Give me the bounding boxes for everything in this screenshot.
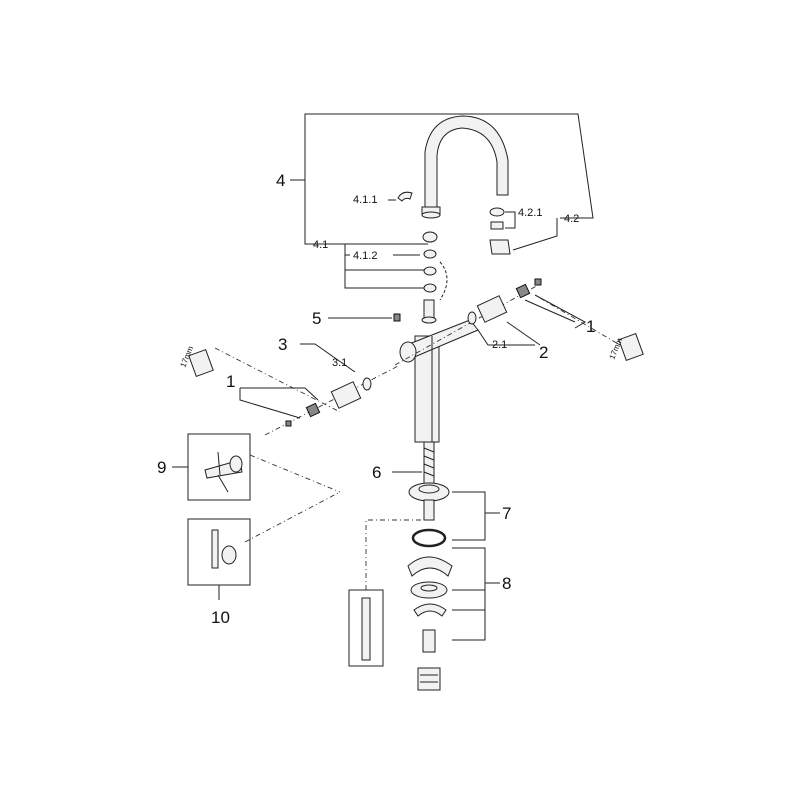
label-3: 3 xyxy=(278,335,287,354)
fixing-set-8 xyxy=(407,547,500,691)
label-1-left: 1 xyxy=(226,372,235,391)
label-4-2-1: 4.2.1 xyxy=(518,207,542,219)
label-4-2: 4.2 xyxy=(564,213,579,225)
bracket-4 xyxy=(290,113,594,245)
valve-left xyxy=(239,343,401,436)
aerator-4-2 xyxy=(489,207,558,255)
spout xyxy=(421,115,509,219)
mounting-tool xyxy=(348,519,430,667)
clip-4-1-1 xyxy=(388,191,413,202)
label-1-right: 1 xyxy=(586,317,595,336)
label-2-1: 2.1 xyxy=(492,339,507,351)
label-8: 8 xyxy=(502,574,511,593)
label-4: 4 xyxy=(276,171,285,190)
mounting-ring-7 xyxy=(408,482,500,548)
screw-5 xyxy=(328,313,401,322)
seal-stack-4-1 xyxy=(344,231,448,301)
wrench-left xyxy=(188,347,341,413)
label-10: 10 xyxy=(211,608,230,627)
label-5: 5 xyxy=(312,309,321,328)
faucet-body xyxy=(399,299,479,443)
valve-right xyxy=(394,278,587,366)
wrench-right xyxy=(539,297,644,362)
label-2: 2 xyxy=(539,343,548,362)
label-4-1-2: 4.1.2 xyxy=(353,250,377,262)
hose-6 xyxy=(392,441,435,485)
handle-option-10 xyxy=(187,491,341,600)
handle-option-9 xyxy=(172,433,341,501)
label-4-1: 4.1 xyxy=(313,239,328,251)
label-9: 9 xyxy=(157,458,166,477)
label-6: 6 xyxy=(372,463,381,482)
label-4-1-1: 4.1.1 xyxy=(353,194,377,206)
label-3-1: 3.1 xyxy=(332,357,347,369)
label-7: 7 xyxy=(502,504,511,523)
